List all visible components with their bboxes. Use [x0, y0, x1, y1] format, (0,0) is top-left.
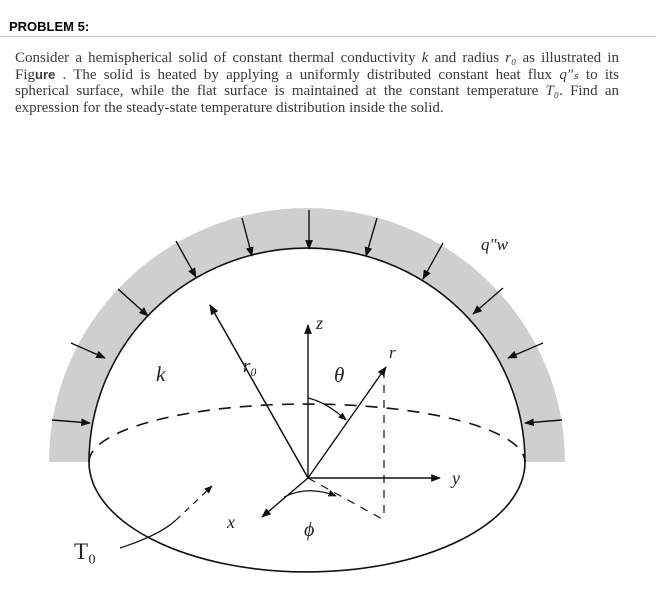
- statement-part-4: . The solid is heated by applying a unif…: [55, 66, 560, 83]
- symbol-k: k: [421, 50, 429, 66]
- theta-label: θ: [334, 363, 344, 387]
- symbol-r0: r₀: [505, 50, 517, 66]
- z-label: z: [315, 313, 323, 333]
- statement-part-2: and radius: [428, 50, 506, 66]
- radius-line: [209, 304, 309, 479]
- y-label: y: [450, 468, 460, 488]
- phi-arc: [283, 490, 337, 498]
- T0-label: T₀: [74, 539, 96, 564]
- flux-label: q″w: [481, 235, 509, 254]
- problem-label: PROBLEM 5:: [9, 19, 90, 34]
- symbol-T0: T₀: [545, 83, 560, 99]
- theta-arc: [307, 397, 347, 421]
- r-base-projection: [307, 477, 385, 521]
- heat-flux-shell: [49, 208, 565, 462]
- problem-statement: Consider a hemispherical solid of consta…: [15, 50, 619, 116]
- T0-pointer: [175, 485, 213, 521]
- phi-label: ϕ: [304, 519, 314, 541]
- statement-part-3: as illustrated in Fig: [15, 50, 619, 83]
- flux-arrows: [51, 210, 563, 427]
- symbol-qs: q″ₛ: [559, 66, 579, 83]
- T0-leader: [119, 519, 177, 549]
- x-label: x: [226, 512, 235, 532]
- r0-label: r₀: [243, 356, 257, 377]
- statement-part-5: to its spherical surface, while the flat…: [15, 66, 619, 100]
- statement-part-6: . Find an expression for the steady-stat…: [15, 83, 619, 116]
- statement-part-1: Consider a hemispherical solid of consta…: [15, 50, 422, 66]
- x-axis: [261, 477, 309, 518]
- k-label: k: [156, 362, 166, 386]
- r-vector: [307, 366, 387, 479]
- problem-header: PROBLEM 5:: [0, 0, 656, 37]
- base-ellipse-back: [88, 403, 526, 463]
- base-ellipse-front: [88, 461, 526, 573]
- figure-word-bold: ure: [35, 66, 56, 82]
- r-label: r: [389, 343, 396, 362]
- header-divider: [0, 36, 656, 37]
